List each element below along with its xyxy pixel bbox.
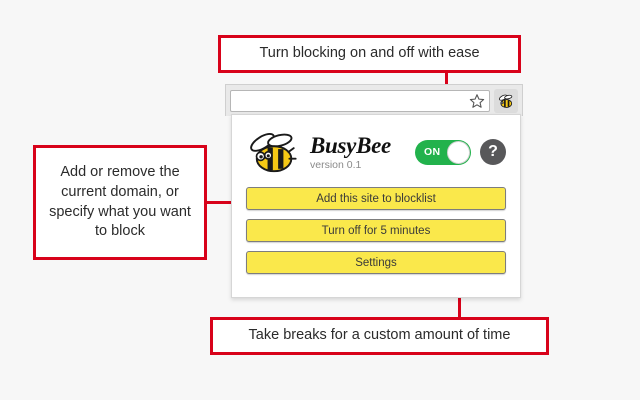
- toggle-label: ON: [424, 146, 441, 158]
- bee-icon: [498, 94, 513, 108]
- popup-actions: Add this site to blocklist Turn off for …: [246, 187, 506, 274]
- blocking-toggle[interactable]: ON: [415, 139, 471, 165]
- browser-toolbar: [225, 84, 523, 116]
- bee-logo-icon: [250, 133, 297, 173]
- settings-button[interactable]: Settings: [246, 251, 506, 274]
- extension-toolbar-button[interactable]: [494, 88, 518, 113]
- turn-off-timer-button[interactable]: Turn off for 5 minutes: [246, 219, 506, 242]
- callout-bottom-text: Take breaks for a custom amount of time: [248, 327, 511, 344]
- add-to-blocklist-button[interactable]: Add this site to blocklist: [246, 187, 506, 210]
- callout-left-text: Add or remove the current domain, or spe…: [49, 164, 191, 240]
- brand-block: BusyBee version 0.1: [310, 134, 415, 171]
- address-bar[interactable]: [230, 89, 490, 112]
- callout-top: Turn blocking on and off with ease: [218, 35, 521, 73]
- extension-popup: BusyBee version 0.1 ON ? Add this site t…: [231, 114, 521, 298]
- toggle-knob[interactable]: [447, 140, 470, 164]
- brand-version: version 0.1: [310, 158, 362, 171]
- help-icon[interactable]: ?: [480, 139, 506, 165]
- brand-name: BusyBee: [310, 132, 391, 158]
- callout-bottom: Take breaks for a custom amount of time: [210, 317, 549, 355]
- callout-left: Add or remove the current domain, or spe…: [33, 145, 207, 260]
- callout-top-text: Turn blocking on and off with ease: [259, 45, 480, 62]
- star-icon[interactable]: [469, 93, 485, 109]
- popup-header: BusyBee version 0.1 ON ?: [246, 125, 506, 179]
